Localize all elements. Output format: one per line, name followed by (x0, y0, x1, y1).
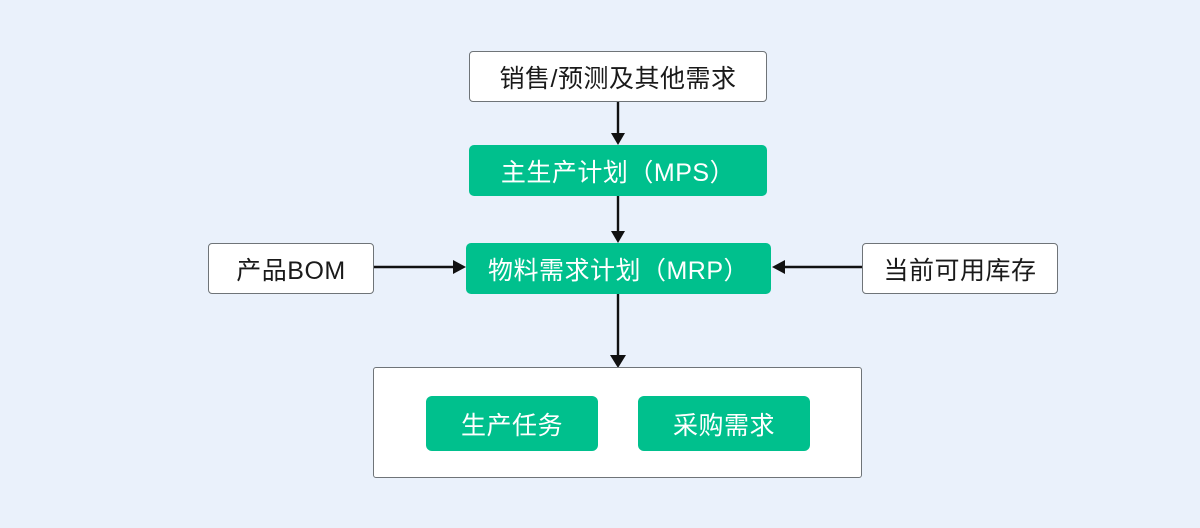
edge-mrp-to-output (610, 294, 626, 368)
node-demand[interactable]: 销售/预测及其他需求 (469, 51, 767, 102)
edge-inventory-to-mrp (772, 260, 862, 274)
node-mrp[interactable]: 物料需求计划（MRP） (466, 243, 771, 294)
node-production-task[interactable]: 生产任务 (426, 396, 598, 451)
edge-demand-to-mps (611, 101, 625, 145)
node-purchase-demand[interactable]: 采购需求 (638, 396, 810, 451)
edge-bom-to-mrp (374, 260, 466, 274)
node-mps[interactable]: 主生产计划（MPS） (469, 145, 767, 196)
output-panel: 生产任务 采购需求 (373, 367, 862, 478)
node-bom[interactable]: 产品BOM (208, 243, 374, 294)
node-inventory[interactable]: 当前可用库存 (862, 243, 1058, 294)
edge-mps-to-mrp (611, 196, 625, 243)
